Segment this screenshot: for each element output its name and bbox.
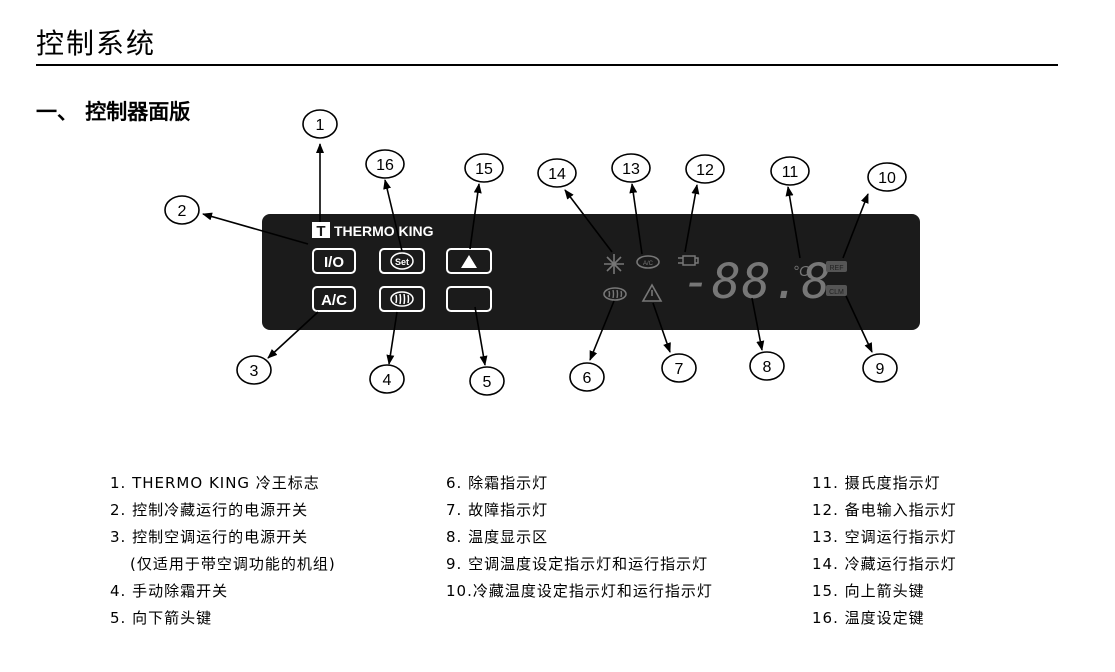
callout-10: 10 xyxy=(878,170,896,187)
brand-logo-letter: T xyxy=(316,223,325,240)
legend-item: 5. 向下箭头键 xyxy=(110,609,213,627)
legend-column-3: 11. 摄氏度指示灯 12. 备电输入指示灯 13. 空调运行指示灯 14. 冷… xyxy=(812,470,957,632)
legend-item: 4. 手动除霜开关 xyxy=(110,582,229,600)
svg-text:REF: REF xyxy=(830,265,844,272)
page-title: 控制系统 xyxy=(36,27,157,60)
ac-button[interactable]: A/C xyxy=(312,286,356,312)
callout-8: 8 xyxy=(763,359,772,376)
callout-2: 2 xyxy=(178,203,187,220)
callout-4: 4 xyxy=(383,372,392,389)
legend-item: 14. 冷藏运行指示灯 xyxy=(812,555,957,573)
brand-name: THERMO KING xyxy=(334,223,434,239)
legend-item: 8. 温度显示区 xyxy=(446,528,549,546)
down-arrow-button[interactable] xyxy=(446,286,492,312)
legend-column-2: 6. 除霜指示灯 7. 故障指示灯 8. 温度显示区 9. 空调温度设定指示灯和… xyxy=(446,470,713,605)
power-button-label: I/O xyxy=(324,254,344,271)
legend-item: 16. 温度设定键 xyxy=(812,609,925,627)
legend-item: 12. 备电输入指示灯 xyxy=(812,501,957,519)
control-panel-diagram: T THERMO KING I/O Set A/C A/C xyxy=(164,109,920,396)
legend-item: 3. 控制空调运行的电源开关 xyxy=(110,528,309,546)
legend-column-1: 1. THERMO KING 冷王标志 2. 控制冷藏运行的电源开关 3. 控制… xyxy=(110,470,336,632)
legend-item: 9. 空调温度设定指示灯和运行指示灯 xyxy=(446,555,709,573)
callout-3: 3 xyxy=(250,363,259,380)
callout-circles xyxy=(164,109,907,396)
legend-item: 6. 除霜指示灯 xyxy=(446,474,549,492)
clm-indicator: CLM xyxy=(826,285,847,296)
power-button[interactable]: I/O xyxy=(312,248,356,274)
callout-7: 7 xyxy=(675,361,684,378)
defrost-button[interactable] xyxy=(379,286,425,312)
svg-text:A/C: A/C xyxy=(643,261,654,267)
legend-item: 15. 向上箭头键 xyxy=(812,582,925,600)
defrost-indicator-icon xyxy=(603,287,627,301)
celsius-indicator: °C xyxy=(793,263,810,280)
callout-6: 6 xyxy=(583,370,592,387)
controller-panel xyxy=(262,214,920,330)
temperature-display: -88.8 xyxy=(682,254,832,310)
callout-12: 12 xyxy=(696,162,714,179)
ac-button-label: A/C xyxy=(321,292,347,309)
ac-indicator-icon: A/C xyxy=(636,255,660,269)
up-arrow-icon xyxy=(461,255,477,268)
legend-item: 10.冷藏温度设定指示灯和运行指示灯 xyxy=(446,582,713,600)
callout-5: 5 xyxy=(483,374,492,391)
callout-9: 9 xyxy=(876,361,885,378)
legend-item: 1. THERMO KING 冷王标志 xyxy=(110,474,320,492)
set-button[interactable]: Set xyxy=(379,248,425,274)
callout-leaders xyxy=(202,143,873,366)
alarm-indicator-icon xyxy=(641,283,663,302)
legend-item: 2. 控制冷藏运行的电源开关 xyxy=(110,501,309,519)
callout-1: 1 xyxy=(316,117,325,134)
legend-item: 11. 摄氏度指示灯 xyxy=(812,474,941,492)
callout-14: 14 xyxy=(548,166,566,183)
title-rule xyxy=(36,64,1058,66)
section-title: 一、 控制器面版 xyxy=(36,100,191,124)
refrigeration-indicator-icon xyxy=(604,254,624,274)
callout-11: 11 xyxy=(782,164,799,181)
set-cycle-icon xyxy=(390,252,414,270)
defrost-icon xyxy=(390,291,414,307)
callout-13: 13 xyxy=(622,161,640,178)
legend-item: 7. 故障指示灯 xyxy=(446,501,549,519)
thermo-king-logo-icon xyxy=(312,222,330,238)
callout-15: 15 xyxy=(475,161,493,178)
svg-text:CLM: CLM xyxy=(829,289,844,296)
set-button-label: Set xyxy=(395,257,409,267)
backup-power-indicator-icon xyxy=(678,255,699,266)
up-arrow-button[interactable] xyxy=(446,248,492,274)
ref-indicator: REF xyxy=(826,261,847,272)
legend-item: 13. 空调运行指示灯 xyxy=(812,528,957,546)
legend-item: (仅适用于带空调功能的机组) xyxy=(130,555,336,573)
callout-16: 16 xyxy=(376,157,394,174)
